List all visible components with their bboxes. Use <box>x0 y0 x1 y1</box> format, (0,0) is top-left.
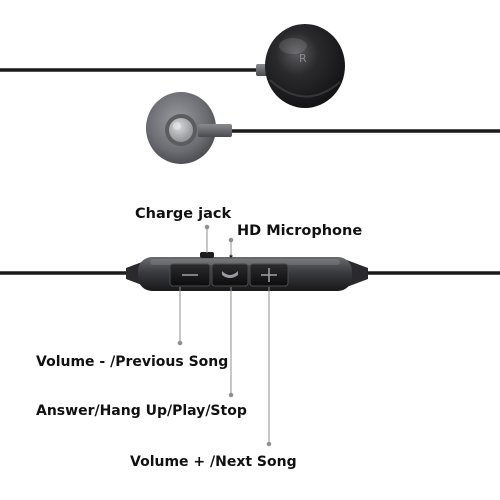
answer-label: Answer/Hang Up/Play/Stop <box>36 403 247 419</box>
hd-microphone-label: HD Microphone <box>237 223 363 239</box>
right-earbud-marking: R <box>299 52 307 65</box>
right-earbud: R <box>0 24 345 108</box>
left-earbud <box>146 92 500 164</box>
charge-jack-port <box>200 252 214 258</box>
volume-plus-label: Volume + /Next Song <box>130 454 297 470</box>
inline-remote <box>0 252 500 291</box>
right-earbud-housing <box>265 24 345 108</box>
callout-lines <box>177 224 272 447</box>
volume-minus-label: Volume - /Previous Song <box>36 354 229 370</box>
left-earbud-stem <box>198 124 232 137</box>
charge-jack-label: Charge jack <box>135 206 232 222</box>
phone-icon <box>222 271 238 278</box>
left-earbud-cap <box>169 118 193 142</box>
plus-icon <box>261 268 277 282</box>
